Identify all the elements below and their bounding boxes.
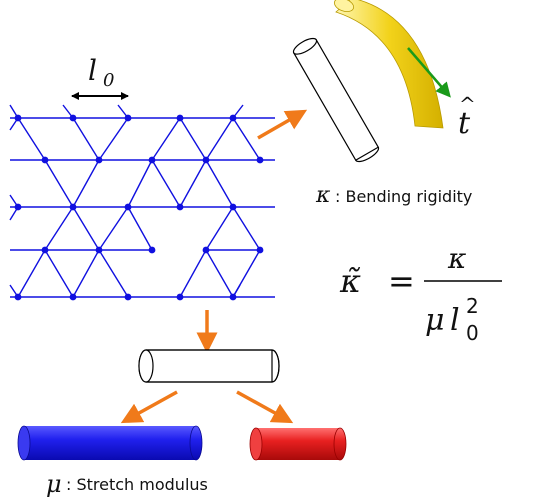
lattice-bond: [127, 159, 153, 208]
lattice-bond: [98, 117, 129, 161]
lattice-bond: [44, 159, 74, 208]
lattice-node: [41, 246, 49, 254]
lattice-spacing-subscript: 0: [103, 70, 114, 91]
lattice-bond: [72, 249, 100, 298]
lattice-node: [176, 114, 184, 122]
lattice-node: [69, 203, 77, 211]
formula-denominator-mu: μ: [425, 303, 445, 338]
lattice-bond: [17, 117, 46, 161]
red-rod: [249, 427, 347, 461]
lattice-spacing-indicator: l 0: [71, 54, 129, 100]
blue-rod: [17, 425, 203, 461]
stretch-symbol: μ: [46, 470, 62, 498]
lattice-node: [176, 293, 184, 301]
lattice-bond: [72, 159, 100, 208]
lattice-node: [176, 203, 184, 211]
formula-denominator-sub: 0: [466, 321, 479, 345]
lattice-node: [148, 246, 156, 254]
lattice-bond: [232, 206, 261, 251]
lattice-bond: [127, 206, 153, 251]
lattice-node: [124, 114, 132, 122]
lattice-bond: [205, 206, 234, 251]
lattice-node: [256, 156, 264, 164]
lattice-node: [256, 246, 264, 254]
formula-denominator-l: l: [450, 303, 460, 338]
lattice-bond: [72, 117, 100, 161]
arrow-to-bending: [257, 109, 308, 140]
formula-numerator: κ: [447, 242, 466, 275]
bent-fiber: [333, 0, 444, 129]
lattice-node: [124, 293, 132, 301]
lattice-node: [14, 203, 22, 211]
tangent-hat: ^: [459, 92, 476, 116]
lattice-bond: [179, 249, 207, 298]
formula-lhs: κ̃: [339, 262, 361, 300]
lattice-bond: [44, 206, 74, 251]
horizontal-cylinder: [138, 349, 280, 383]
lattice-bond: [72, 206, 100, 251]
lattice-bond: [232, 117, 261, 161]
lattice-node: [124, 203, 132, 211]
lattice-node: [41, 156, 49, 164]
lattice-network: [9, 104, 275, 301]
lattice-node: [229, 203, 237, 211]
lattice-spacing-label: l: [88, 54, 97, 87]
bending-symbol: κ: [315, 183, 331, 208]
lattice-bond: [17, 249, 46, 298]
stretch-modulus-label: μ : Stretch modulus: [46, 470, 208, 498]
formula-denominator-sup: 2: [466, 294, 479, 318]
lattice-node: [148, 156, 156, 164]
lattice-bond: [205, 159, 234, 208]
transition-arrows: [120, 109, 308, 424]
tangent-arrow: t ^: [407, 47, 476, 141]
lattice-node: [14, 114, 22, 122]
lattice-bond: [151, 159, 181, 208]
lattice-node: [202, 156, 210, 164]
tangent-label: t: [458, 106, 471, 141]
arrow-to-blue-rod: [120, 390, 178, 424]
lattice-node: [229, 293, 237, 301]
lattice-bond: [205, 249, 234, 298]
bending-rigidity-label: κ : Bending rigidity: [315, 183, 472, 208]
lattice-node: [95, 156, 103, 164]
lattice-node: [229, 114, 237, 122]
lattice-bond: [98, 206, 129, 251]
lattice-bond: [179, 159, 207, 208]
bending-text: : Bending rigidity: [335, 187, 472, 206]
lattice-node: [95, 246, 103, 254]
lattice-node: [202, 246, 210, 254]
lattice-node: [69, 114, 77, 122]
lattice-bond: [44, 249, 74, 298]
lattice-bond: [179, 117, 207, 161]
formula-equals: =: [388, 262, 415, 300]
lattice-node: [69, 293, 77, 301]
lattice-bond: [98, 249, 129, 298]
lattice-node: [14, 293, 22, 301]
arrow-to-red-rod: [236, 390, 294, 424]
stretch-text: : Stretch modulus: [66, 475, 208, 494]
tilted-cylinder: [292, 37, 380, 163]
lattice-bond: [151, 117, 181, 161]
rigidity-formula: κ̃ = κ μ l 2 0: [339, 242, 502, 345]
lattice-bond: [205, 117, 234, 161]
